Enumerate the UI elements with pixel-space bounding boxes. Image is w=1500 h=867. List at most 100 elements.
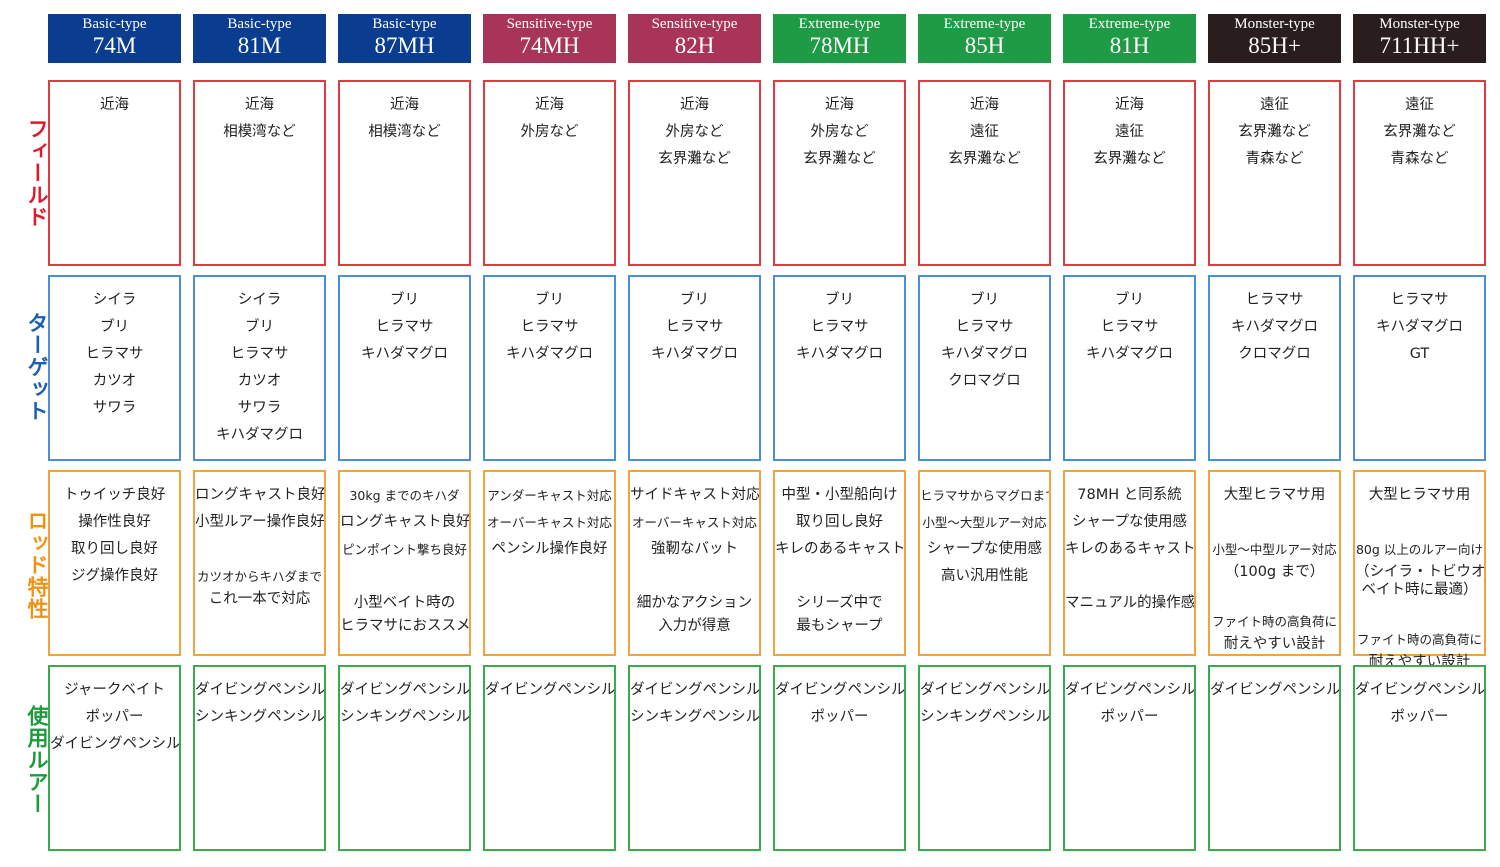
rod-line: 大型ヒラマサ用 — [1223, 487, 1326, 503]
column-type: Sensitive-type — [506, 16, 593, 32]
field-cell: 近海遠征玄界灘など — [1063, 80, 1196, 266]
target-cell: ブリヒラマサキハダマグロクロマグロ — [918, 275, 1051, 461]
rod-line: ピンポイント撃ち良好 — [341, 542, 467, 557]
field-cell: 近海遠征玄界灘など — [918, 80, 1051, 266]
target-line: キハダマグロ — [1086, 346, 1173, 362]
target-line: クロマグロ — [948, 373, 1021, 389]
target-cell: ヒラマサキハダマグロクロマグロ — [1208, 275, 1341, 461]
field-line: 外房など — [810, 124, 869, 140]
target-line: ブリ — [1115, 292, 1144, 308]
column-type: Extreme-type — [943, 16, 1026, 32]
field-line: 青森など — [1390, 151, 1449, 167]
target-line: キハダマグロ — [1231, 319, 1318, 335]
rod-line: 78MH と同系統 — [1077, 487, 1182, 503]
rod-line: ベイト時に最適） — [1361, 582, 1478, 598]
rod-cell: 大型ヒラマサ用 小型～中型ルアー対応（100g まで） ファイト時の高負荷に耐え… — [1208, 470, 1341, 656]
target-line: カツオ — [92, 373, 137, 389]
rod-cell: サイドキャスト対応オーバーキャスト対応強靭なバット 細かなアクション入力が得意 — [628, 470, 761, 656]
target-line: シイラ — [237, 292, 282, 308]
rod-line: 高い汎用性能 — [941, 568, 1028, 584]
lure-cell: ジャークベイトポッパーダイビングペンシル — [48, 665, 181, 851]
column-type: Monster-type — [1234, 16, 1315, 32]
field-line: 玄界灘など — [658, 151, 731, 167]
target-line: キハダマグロ — [941, 346, 1028, 362]
lure-line: ダイビングペンシル — [920, 682, 1049, 698]
lure-cell: ダイビングペンシルポッパー — [1063, 665, 1196, 851]
rod-line: トゥイッチ良好 — [63, 487, 166, 503]
row-label-lure: 使用ルアー — [25, 705, 49, 815]
row-label-target: ターゲット — [25, 312, 49, 422]
rod-line — [1065, 563, 1194, 590]
rod-line — [1210, 581, 1339, 608]
lure-line: ダイビングペンシル — [775, 682, 904, 698]
lure-cell: ダイビングペンシルポッパー — [773, 665, 906, 851]
lure-line: ポッパー — [1100, 709, 1159, 725]
target-line: ブリ — [535, 292, 564, 308]
target-line: ヒラマサ — [1100, 319, 1159, 335]
field-line: 近海 — [680, 97, 709, 113]
target-line: GT — [1409, 346, 1430, 362]
lure-line: ダイビングペンシル — [340, 682, 469, 698]
target-line: ヒラマサ — [1245, 292, 1304, 308]
rod-line: アンダーキャスト対応 — [487, 488, 612, 503]
rod-line: シャープな使用感 — [1071, 514, 1188, 530]
lure-line: シンキングペンシル — [630, 709, 759, 725]
target-cell: ブリヒラマサキハダマグロ — [483, 275, 616, 461]
rod-line: （100g まで） — [1224, 564, 1325, 580]
lure-line: シンキングペンシル — [195, 709, 324, 725]
column-type: Basic-type — [82, 16, 147, 32]
rod-line: 取り回し良好 — [796, 514, 883, 530]
column-type: Extreme-type — [1088, 16, 1171, 32]
rod-line: （シイラ・トビウオ — [1355, 564, 1484, 580]
column-model: 74M — [92, 33, 137, 58]
rod-line: シリーズ中で — [796, 595, 883, 611]
rod-cell: 大型ヒラマサ用 80g 以上のルアー向け（シイラ・トビウオベイト時に最適） ファ… — [1353, 470, 1486, 670]
lure-cell: ダイビングペンシル — [483, 665, 616, 851]
rod-line — [340, 563, 469, 590]
field-line: 近海 — [1115, 97, 1144, 113]
field-line: 遠征 — [1405, 97, 1434, 113]
rod-line: 細かなアクション — [636, 595, 753, 611]
rod-line — [1210, 509, 1339, 536]
rod-line: シャープな使用感 — [926, 541, 1043, 557]
rod-line: 強靭なバット — [651, 541, 738, 557]
rod-line: 小型～中型ルアー対応 — [1212, 542, 1337, 557]
lure-line: ダイビングペンシル — [1355, 682, 1484, 698]
rod-cell: 78MH と同系統シャープな使用感キレのあるキャスト マニュアル的操作感 — [1063, 470, 1196, 656]
lure-line: ポッパー — [810, 709, 869, 725]
target-line: キハダマグロ — [651, 346, 738, 362]
target-cell: ブリヒラマサキハダマグロ — [628, 275, 761, 461]
column-model: 85H+ — [1248, 33, 1301, 58]
target-cell: シイラブリヒラマサカツオサワラキハダマグロ — [193, 275, 326, 461]
rod-cell: ヒラマサからマグロまで小型～大型ルアー対応シャープな使用感高い汎用性能 — [918, 470, 1051, 656]
rod-line: 80g 以上のルアー向け — [1355, 542, 1484, 557]
target-line: カツオ — [237, 373, 282, 389]
rod-line: 入力が得意 — [658, 618, 731, 634]
field-line: 近海 — [245, 97, 274, 113]
target-line: ブリ — [680, 292, 709, 308]
target-line: ブリ — [390, 292, 419, 308]
rod-line: マニュアル的操作感 — [1065, 595, 1194, 611]
rod-line: 最もシャープ — [796, 618, 883, 634]
lure-line: ダイビングペンシル — [1210, 682, 1339, 698]
lure-line: ダイビングペンシル — [195, 682, 324, 698]
field-line: 相模湾など — [223, 124, 296, 140]
target-line: シイラ — [92, 292, 137, 308]
rod-line — [1355, 599, 1484, 626]
target-line: キハダマグロ — [361, 346, 448, 362]
rod-line: ファイト時の高負荷に — [1356, 632, 1482, 647]
column-model: 82H — [674, 33, 715, 58]
rod-line: 30kg までのキハダ — [349, 488, 460, 503]
field-line: 玄界灘など — [1383, 124, 1456, 140]
field-cell: 近海相模湾など — [338, 80, 471, 266]
rod-line: カツオからキハダまで — [196, 569, 322, 584]
target-line: キハダマグロ — [216, 427, 303, 443]
target-line: ヒラマサ — [375, 319, 434, 335]
field-line: 近海 — [100, 97, 129, 113]
